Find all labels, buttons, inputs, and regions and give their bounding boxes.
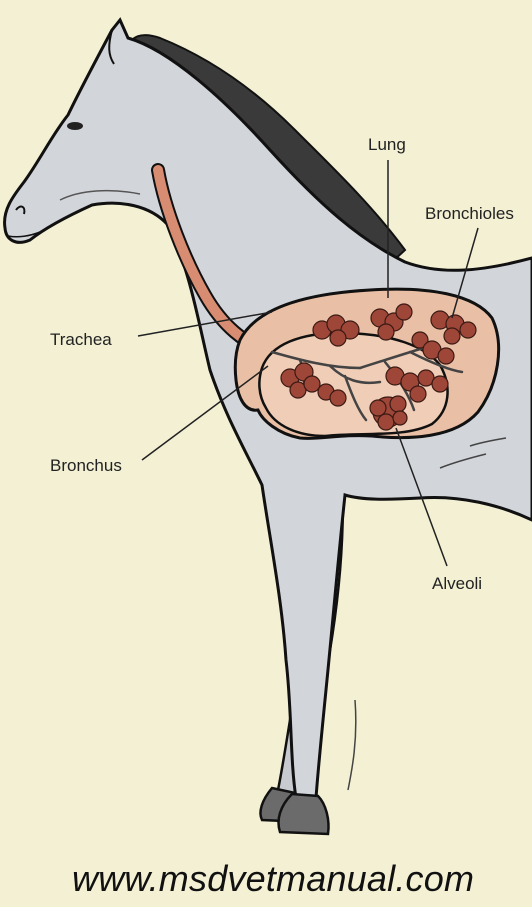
label-trachea: Trachea <box>50 330 112 350</box>
label-alveoli: Alveoli <box>432 574 482 594</box>
source-url: www.msdvetmanual.com <box>72 858 474 900</box>
label-lung: Lung <box>368 135 406 155</box>
label-bronchus: Bronchus <box>50 456 122 476</box>
eye <box>67 122 83 130</box>
near-hoof <box>279 794 329 834</box>
label-bronchioles: Bronchioles <box>425 204 514 224</box>
